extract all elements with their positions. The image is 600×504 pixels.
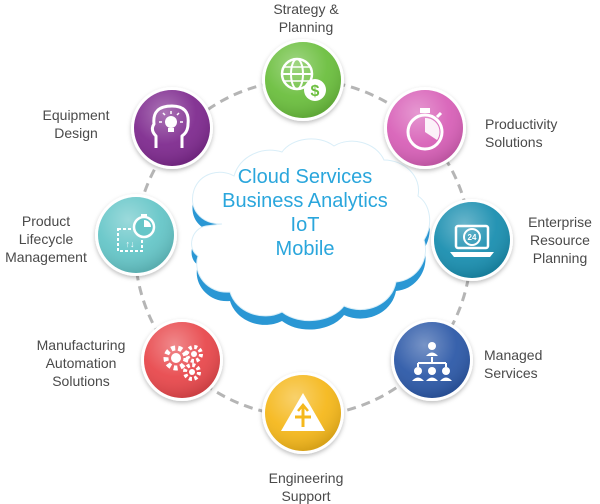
svg-text:24: 24 [468,233,477,242]
label-product-lifecycle-management: Product Lifecycle Management [5,213,87,265]
node-equipment-design [131,87,213,169]
label-manufacturing-automation-solutions: Manufacturing Automation Solutions [36,337,126,389]
pyramid-icon [281,393,325,431]
label-strategy-planning: Strategy & Planning [273,1,339,35]
stopwatch-icon [406,108,444,151]
box-timer-icon: ↑↓ [117,214,156,252]
node-manufacturing-automation-solutions [141,319,223,401]
node-gloss [434,202,510,278]
node-strategy-planning: $ [262,39,344,121]
globe-dollar-icon: $ [280,57,326,101]
node-engineering-support [262,372,344,454]
svg-text:↑↓: ↑↓ [126,239,135,249]
gears-icon [163,345,203,381]
node-gloss [144,322,220,398]
node-enterprise-resource-planning: 24 [431,199,513,281]
label-productivity-solutions: Productivity Solutions [485,116,558,150]
node-product-lifecycle-management: ↑↓ [95,194,177,276]
label-enterprise-resource-planning: Enterprise Resource Planning [528,214,592,266]
node-productivity-solutions [384,87,466,169]
center-cloud-text: Cloud Services Business Analytics IoT Mo… [186,165,424,261]
laptop-24-icon: 24 [450,224,494,257]
center-line: IoT [290,214,320,236]
org-chart-icon [412,342,452,381]
svg-text:$: $ [311,83,320,100]
center-line: Business Analytics [222,190,388,212]
label-engineering-support: Engineering Support [268,470,344,504]
node-gloss [98,197,174,273]
head-bulb-icon [150,104,190,148]
label-equipment-design: Equipment Design [42,107,110,141]
label-managed-services: Managed Services [484,347,543,381]
center-line: Cloud Services [237,166,373,188]
node-managed-services [391,319,473,401]
center-line: Mobile [275,238,335,260]
center-cloud [191,138,431,330]
